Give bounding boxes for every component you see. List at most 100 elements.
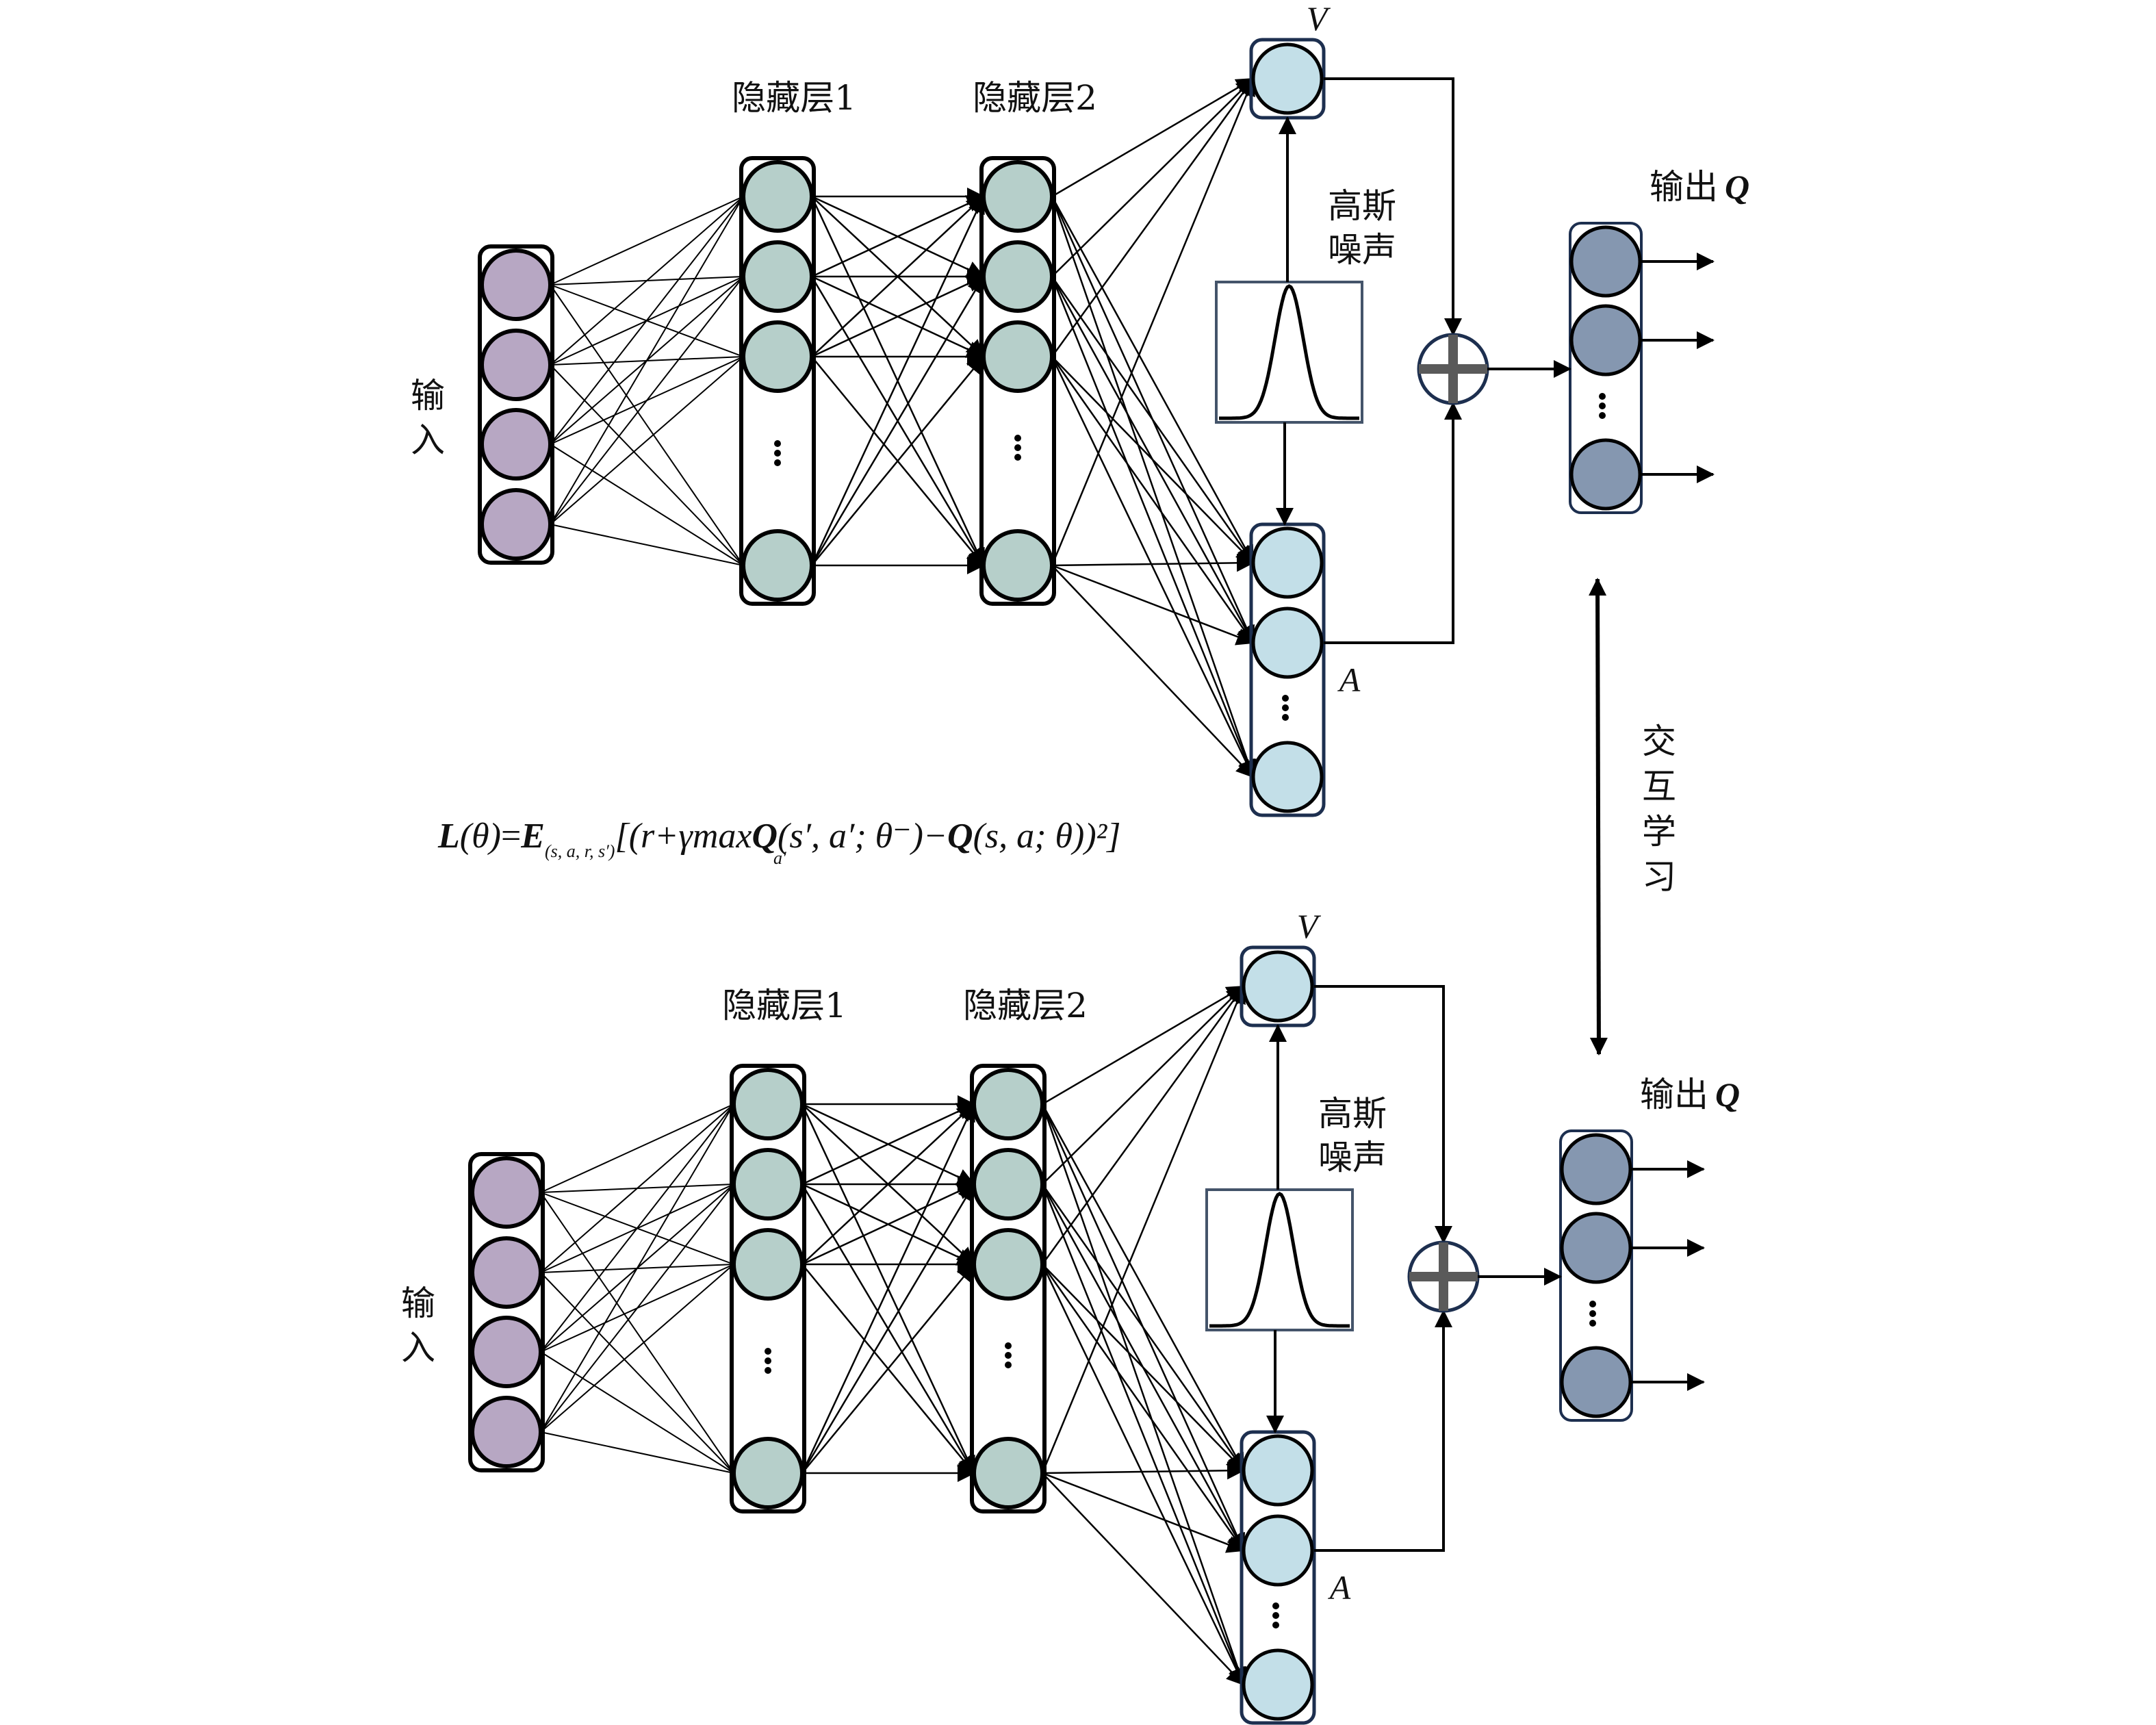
noise-label-line-2: 噪声 (1328, 230, 1396, 270)
edge-hidden2-advantage (1051, 196, 1255, 564)
plus-icon-vertical (1439, 1242, 1448, 1311)
edge-input-hidden1 (550, 196, 744, 525)
edge-hidden2-advantage (1042, 1264, 1245, 1472)
edge-hidden2-value (1051, 77, 1255, 566)
formula-E: E (520, 817, 545, 856)
edge-hidden2-advantage (1041, 1264, 1245, 1552)
value-to-sum-arrow (1324, 77, 1462, 336)
hidden1-node (732, 1437, 804, 1509)
output-node (1560, 1212, 1632, 1284)
ellipsis-dot (1282, 714, 1289, 721)
edge-hidden2-advantage (1041, 1103, 1247, 1686)
edge-hidden2-advantage (1051, 196, 1257, 778)
ellipsis-dot (765, 1348, 771, 1355)
interactive-learning-char-1: 交 (1642, 721, 1676, 761)
edge-input-hidden1 (540, 1351, 734, 1474)
edge-hidden1-hidden2 (801, 1103, 975, 1265)
hidden2-node (981, 320, 1054, 393)
input-label-char-1: 输 (411, 376, 445, 416)
interactive-learning-char-4: 习 (1642, 857, 1676, 897)
hidden2-label: 隐藏层2 (973, 78, 1097, 118)
edge-input-hidden1 (550, 284, 744, 566)
loss-formula: L(θ)=E(s, a, r, s′)[(r+γmaxQ(s′, a′; θ⁻)… (437, 817, 1120, 861)
formula-body-3: (s, a; θ))²] (973, 817, 1121, 856)
output-label-prefix: 输出 (1640, 1075, 1708, 1114)
advantage-node (1251, 526, 1324, 599)
hidden1-label: 隐藏层1 (722, 986, 847, 1025)
input-node (480, 408, 552, 481)
hidden1-node (741, 320, 814, 393)
advantage-node (1242, 1514, 1314, 1587)
hidden2-node (972, 1068, 1044, 1140)
ellipsis-dot (1272, 1612, 1279, 1619)
output-label-symbol: Q (1725, 168, 1749, 206)
edge-hidden2-value (1042, 985, 1245, 1106)
formula-Q1: Q (752, 817, 778, 856)
ellipsis-dot (1599, 393, 1606, 400)
edge-hidden1-hidden2 (810, 275, 985, 566)
hidden1-layer-box (739, 156, 816, 606)
output-label-prefix: 输出 (1650, 167, 1718, 207)
advantage-ellipsis (1272, 1602, 1279, 1628)
edge-input-hidden1 (550, 196, 744, 285)
input-layer-box (478, 244, 554, 565)
hidden2-ellipsis (1014, 435, 1021, 461)
hidden1-node (741, 240, 814, 313)
ellipsis-dot (1005, 1342, 1012, 1349)
interactive-learning: 交 互 学 习 (1589, 578, 1676, 1056)
edge-hidden2-advantage (1051, 356, 1255, 644)
ellipsis-dot (765, 1367, 771, 1374)
ellipsis-dot (774, 450, 781, 457)
edge-hidden2-advantage (1051, 356, 1255, 564)
ellipsis-dot (1014, 435, 1021, 442)
output-ellipsis (1599, 393, 1606, 419)
output-node (1560, 1133, 1632, 1205)
ellipsis-dot (1589, 1310, 1596, 1317)
ellipsis-dot (1272, 1602, 1279, 1609)
edge-hidden2-advantage (1051, 564, 1255, 646)
edge-hidden1-hidden2 (810, 195, 985, 566)
edge-input-hidden1 (550, 444, 744, 566)
input-label-char-2: 入 (401, 1328, 435, 1368)
value-label: V (1307, 0, 1331, 38)
advantage-label: A (1337, 661, 1361, 699)
hidden1-node (732, 1228, 804, 1301)
advantage-ellipsis (1282, 695, 1289, 721)
edge-hidden2-advantage (1042, 1461, 1245, 1480)
hidden1-ellipsis (765, 1348, 771, 1374)
output-label-symbol: Q (1715, 1075, 1740, 1114)
hidden1-ellipsis (774, 440, 781, 466)
edge-hidden1-hidden2 (811, 275, 985, 358)
formula-body-1: [(r+γmax (615, 817, 752, 856)
interactive-learning-char-3: 学 (1642, 812, 1676, 852)
edge-hidden2-value (1051, 77, 1255, 277)
advantage-label: A (1328, 1568, 1351, 1607)
hidden2-node (981, 160, 1054, 233)
advantage-node (1251, 741, 1324, 813)
input-label-char-2: 入 (411, 420, 445, 460)
edge-hidden1-hidden2 (801, 1103, 975, 1474)
output-ellipsis (1589, 1301, 1596, 1327)
ellipsis-dot (1014, 454, 1021, 461)
formula-L: L (437, 817, 460, 856)
ellipsis-dot (774, 459, 781, 466)
edge-input-hidden1 (540, 1192, 734, 1474)
edge-input-hidden1 (540, 1103, 734, 1433)
output-node (1569, 304, 1642, 376)
edge-hidden1-hidden2 (801, 1183, 975, 1266)
edge-hidden2-advantage (1042, 1472, 1245, 1686)
edge-hidden2-value (1051, 77, 1255, 198)
edge-hidden2-advantage (1041, 1103, 1245, 1472)
input-node (480, 248, 552, 321)
edge-input-hidden1 (540, 1272, 734, 1474)
connections (540, 985, 1247, 1686)
ellipsis-dot (1005, 1362, 1012, 1368)
ellipsis-dot (1005, 1352, 1012, 1359)
input-node (480, 488, 552, 561)
edge-hidden2-advantage (1051, 565, 1255, 778)
edge-input-hidden1 (540, 1103, 734, 1353)
formula-theta: (θ) (460, 817, 501, 856)
gaussian-noise-box (1205, 1188, 1354, 1331)
